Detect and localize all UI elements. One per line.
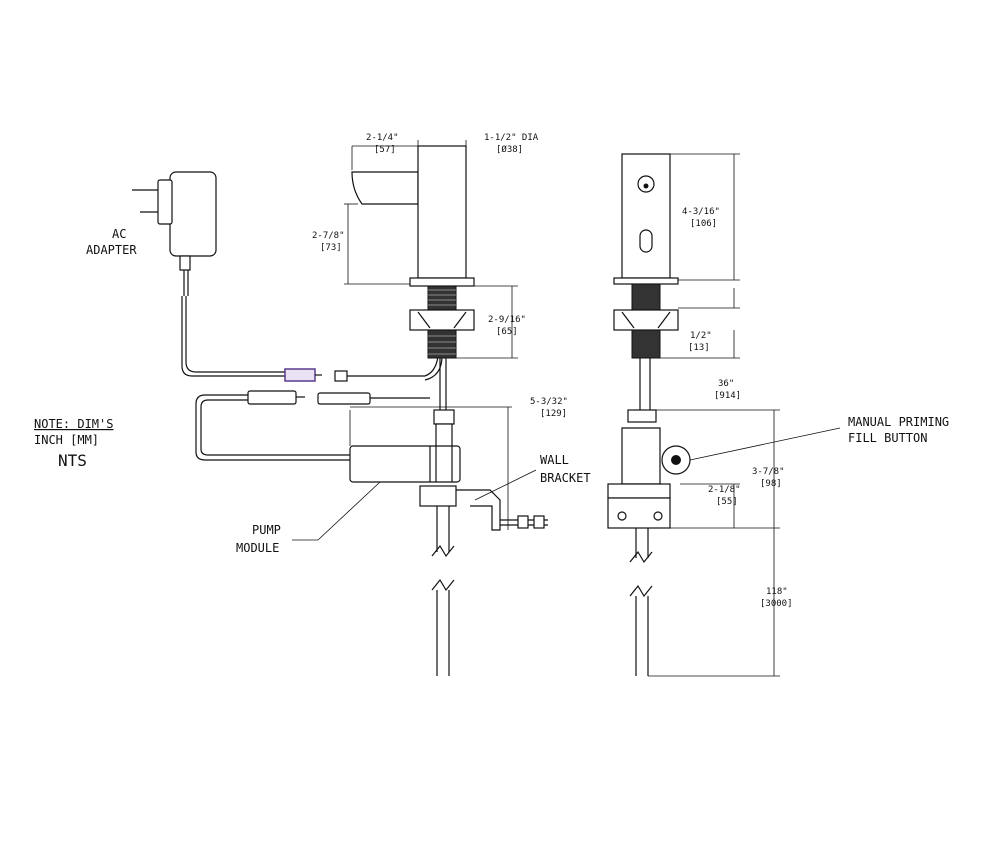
svg-text:AC: AC	[112, 227, 126, 241]
dim-spout-reach: 2-1/4" [57]	[366, 133, 399, 155]
svg-text:2-7/8": 2-7/8"	[312, 231, 345, 241]
dim-shank: 2-9/16" [65]	[488, 315, 526, 337]
svg-text:MANUAL PRIMING: MANUAL PRIMING	[848, 415, 949, 429]
svg-text:36": 36"	[718, 379, 734, 389]
svg-text:[129]: [129]	[540, 409, 567, 419]
dim-pump-offset: 5-3/32" [129]	[530, 397, 568, 419]
front-faucet	[349, 145, 548, 676]
svg-text:3-7/8": 3-7/8"	[752, 467, 785, 477]
svg-text:[Ø38]: [Ø38]	[496, 144, 523, 155]
svg-text:[914]: [914]	[714, 391, 741, 401]
svg-text:PUMP: PUMP	[252, 523, 281, 537]
svg-text:[55]: [55]	[716, 497, 738, 507]
svg-text:118": 118"	[766, 587, 788, 597]
manual-priming-label: MANUAL PRIMING FILL BUTTON	[848, 415, 949, 445]
svg-text:[106]: [106]	[690, 219, 717, 229]
svg-text:NOTE: DIM'S: NOTE: DIM'S	[34, 417, 113, 431]
svg-text:2-1/8": 2-1/8"	[708, 485, 741, 495]
svg-text:WALL: WALL	[540, 453, 569, 467]
dim-tube-length: 36" [914]	[714, 379, 741, 401]
svg-text:[65]: [65]	[496, 327, 518, 337]
svg-text:[57]: [57]	[374, 145, 396, 155]
svg-text:4-3/16": 4-3/16"	[682, 207, 720, 217]
dim-deck-thickness: 1/2" [13]	[688, 331, 712, 353]
svg-text:[98]: [98]	[760, 479, 782, 489]
svg-text:ADAPTER: ADAPTER	[86, 243, 137, 257]
svg-text:[13]: [13]	[688, 343, 710, 353]
dim-pump-height: 3-7/8" [98]	[752, 467, 785, 489]
svg-text:MODULE: MODULE	[236, 541, 279, 555]
svg-text:[73]: [73]	[320, 243, 342, 253]
cable-connectors	[195, 355, 443, 461]
svg-text:2-9/16": 2-9/16"	[488, 315, 526, 325]
svg-text:FILL BUTTON: FILL BUTTON	[848, 431, 927, 445]
dimension-lines	[292, 140, 841, 677]
svg-text:5-3/32": 5-3/32"	[530, 397, 568, 407]
svg-text:[3000]: [3000]	[760, 599, 793, 609]
pump-module-label: PUMP MODULE	[236, 523, 281, 555]
ac-adapter	[132, 171, 285, 377]
dim-side-height: 4-3/16" [106]	[682, 207, 720, 229]
svg-text:INCH [MM]: INCH [MM]	[34, 433, 99, 447]
svg-text:NTS: NTS	[58, 451, 87, 470]
svg-text:1/2": 1/2"	[690, 331, 712, 341]
dim-bracket-height: 2-1/8" [55]	[708, 485, 741, 507]
svg-text:2-1/4": 2-1/4"	[366, 133, 399, 143]
dim-body-dia: 1-1/2" DIA [Ø38]	[484, 133, 539, 155]
side-faucet	[607, 153, 691, 676]
wall-bracket-label: WALL BRACKET	[540, 453, 591, 485]
svg-text:1-1/2" DIA: 1-1/2" DIA	[484, 133, 539, 143]
note-label: NOTE: DIM'S INCH [MM] NTS	[34, 417, 113, 470]
ac-adapter-label: AC ADAPTER	[86, 227, 137, 257]
dim-supply-length: 118" [3000]	[760, 587, 793, 609]
dim-spout-height: 2-7/8" [73]	[312, 231, 345, 253]
svg-text:BRACKET: BRACKET	[540, 471, 591, 485]
